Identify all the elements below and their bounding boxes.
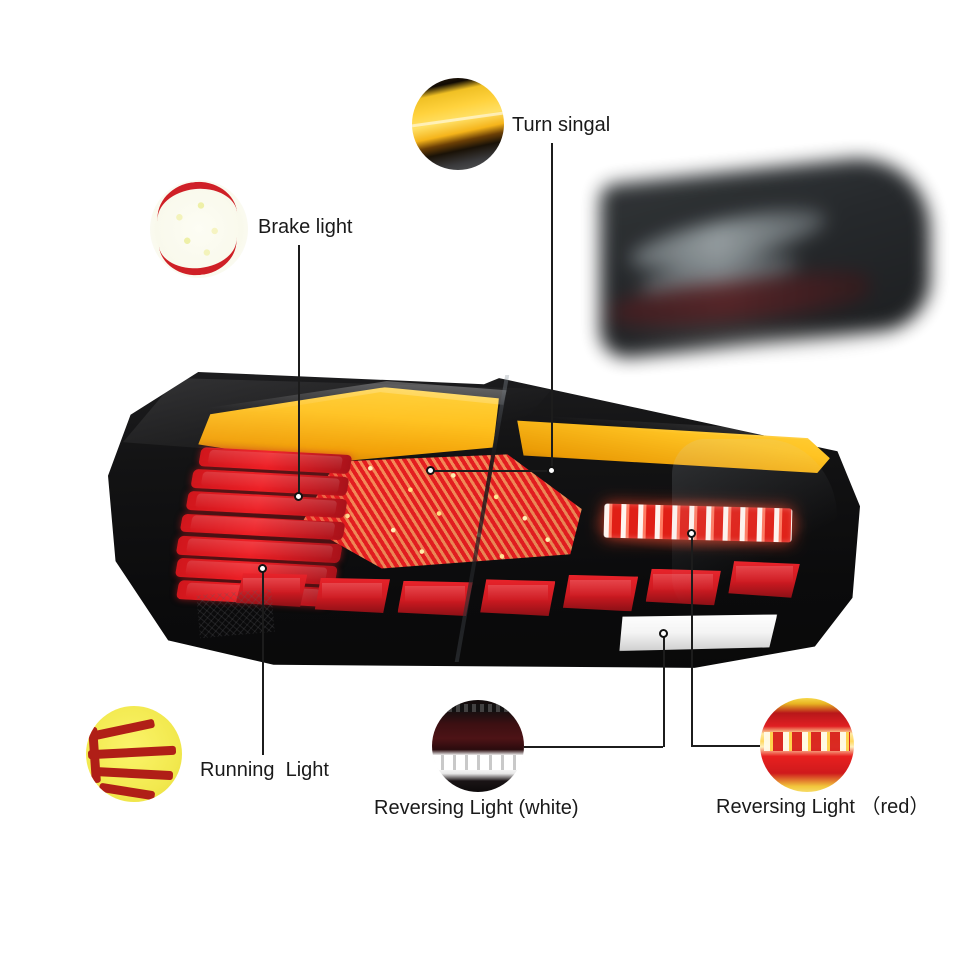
turn-signal-leader-vertical (551, 143, 553, 470)
reversing-white-leader-horizontal (524, 746, 663, 748)
reversing-white-bubble-top-texture (432, 703, 524, 712)
reversing-red-leader-horizontal (691, 745, 760, 747)
brake-light-label: Brake light (258, 216, 353, 238)
brake-light-bubble-arc-top (153, 180, 239, 229)
running-light-bubble-chevron (91, 767, 173, 781)
running-light-segment (645, 568, 721, 606)
turn-signal-bubble-streak (412, 111, 504, 129)
red-reversing-light-bar (603, 503, 793, 543)
brake-light-bubble-arc-bottom (157, 230, 241, 278)
running-light-segment (397, 580, 473, 616)
reversing-light-red-zoom-bubble (760, 698, 854, 792)
white-reversing-light-bar (619, 614, 778, 652)
main-taillight-assembly (108, 372, 860, 677)
reversing-light-white-label: Reversing Light (white) (374, 797, 579, 819)
reversing-light-red-marker (687, 529, 696, 538)
running-light-zoom-bubble (86, 706, 182, 802)
turn-signal-marker-left (426, 466, 435, 475)
brake-light-zoom-bubble (150, 180, 248, 278)
running-light-segment (562, 574, 639, 612)
running-light-marker (258, 564, 267, 573)
running-light-label: Running Light (200, 759, 329, 781)
turn-signal-zoom-bubble (412, 78, 504, 170)
running-light-bubble-chevron (91, 718, 156, 741)
background-shadow (610, 323, 900, 349)
brake-light-leader (298, 245, 300, 496)
running-light-segment (314, 577, 390, 613)
running-light-bubble-chevron (99, 782, 156, 800)
reversing-light-red-label: Reversing Light （red） (716, 796, 930, 818)
reversing-red-leader-vertical (691, 537, 693, 746)
running-light-bubble-chevron (87, 745, 177, 760)
turn-signal-marker-right (547, 466, 556, 475)
reversing-light-white-marker (659, 629, 668, 638)
turn-signal-leader-horizontal (430, 470, 552, 472)
turn-signal-label: Turn singal (512, 114, 611, 136)
reversing-white-bubble-led-teeth (432, 755, 524, 770)
running-light-segment (235, 573, 308, 607)
background-taillight-image (600, 150, 930, 368)
reversing-white-leader-vertical (663, 637, 665, 747)
running-light-segment (728, 561, 800, 598)
reversing-red-bubble-led-strip (763, 731, 851, 751)
brake-light-marker (294, 492, 303, 501)
reversing-light-white-zoom-bubble (432, 700, 524, 792)
running-light-leader (262, 572, 264, 755)
running-light-segment (480, 579, 556, 616)
